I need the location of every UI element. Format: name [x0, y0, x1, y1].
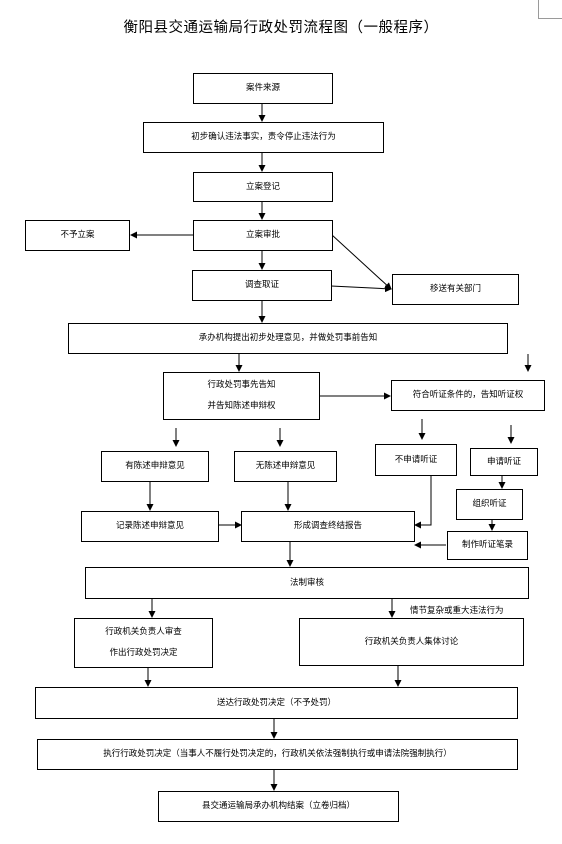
node-organize-hearing: 组织听证 [456, 489, 523, 520]
node-execute: 执行行政处罚决定（当事人不履行处罚决定的，行政机关依法强制执行或申请法院强制执行… [37, 739, 518, 770]
arrow-investigate-to-transfer [330, 285, 392, 293]
label-serious-case: 情节复杂或重大违法行为 [410, 606, 504, 616]
node-apply-hearing: 申请听证 [470, 448, 538, 476]
node-no-statement: 无陈述申辩意见 [234, 451, 337, 482]
node-investigate: 调查取证 [192, 270, 332, 301]
node-deliver-decision: 送达行政处罚决定（不予处罚） [35, 687, 518, 719]
node-notice-line2: 并告知陈述申辩权 [207, 401, 276, 411]
page-corner-mark [538, 0, 562, 19]
node-notice-line1: 行政处罚事先告知 [207, 380, 276, 391]
arrow-approve-to-transfer [331, 234, 392, 290]
node-transfer: 移送有关部门 [392, 274, 519, 305]
node-hearing-notice: 符合听证条件的，告知听证权 [391, 380, 545, 411]
node-leader-review-line1: 行政机关负责人审查 [105, 627, 182, 638]
node-case-source: 案件来源 [193, 73, 333, 104]
node-approve: 立案审批 [193, 220, 333, 251]
node-preliminary-confirm: 初步确认违法事实，责令停止违法行为 [143, 122, 384, 153]
node-record-statement: 记录陈述申辩意见 [81, 511, 219, 542]
node-register: 立案登记 [193, 172, 333, 202]
node-leader-review: 行政机关负责人审查 作出行政处罚决定 [74, 618, 213, 668]
node-no-register: 不予立案 [25, 220, 130, 251]
node-notice: 行政处罚事先告知 并告知陈述申辩权 [163, 372, 320, 420]
node-hearing-record: 制作听证笔录 [447, 531, 528, 560]
node-has-statement: 有陈述申辩意见 [101, 451, 209, 482]
node-no-hearing: 不申请听证 [375, 444, 457, 476]
node-legal-review: 法制审核 [85, 567, 529, 599]
node-collective-discussion: 行政机关负责人集体讨论 [299, 618, 524, 666]
page-title: 衡阳县交通运输局行政处罚流程图（一般程序） [123, 20, 439, 36]
arrow-no-hearing-to-report [414, 476, 432, 529]
node-final-report: 形成调查终结报告 [241, 511, 415, 542]
node-close-case: 县交通运输局承办机构结案（立卷归档） [158, 791, 399, 822]
node-preliminary-opinion: 承办机构提出初步处理意见，并做处罚事前告知 [68, 323, 508, 354]
node-leader-review-line2: 作出行政处罚决定 [109, 648, 178, 658]
